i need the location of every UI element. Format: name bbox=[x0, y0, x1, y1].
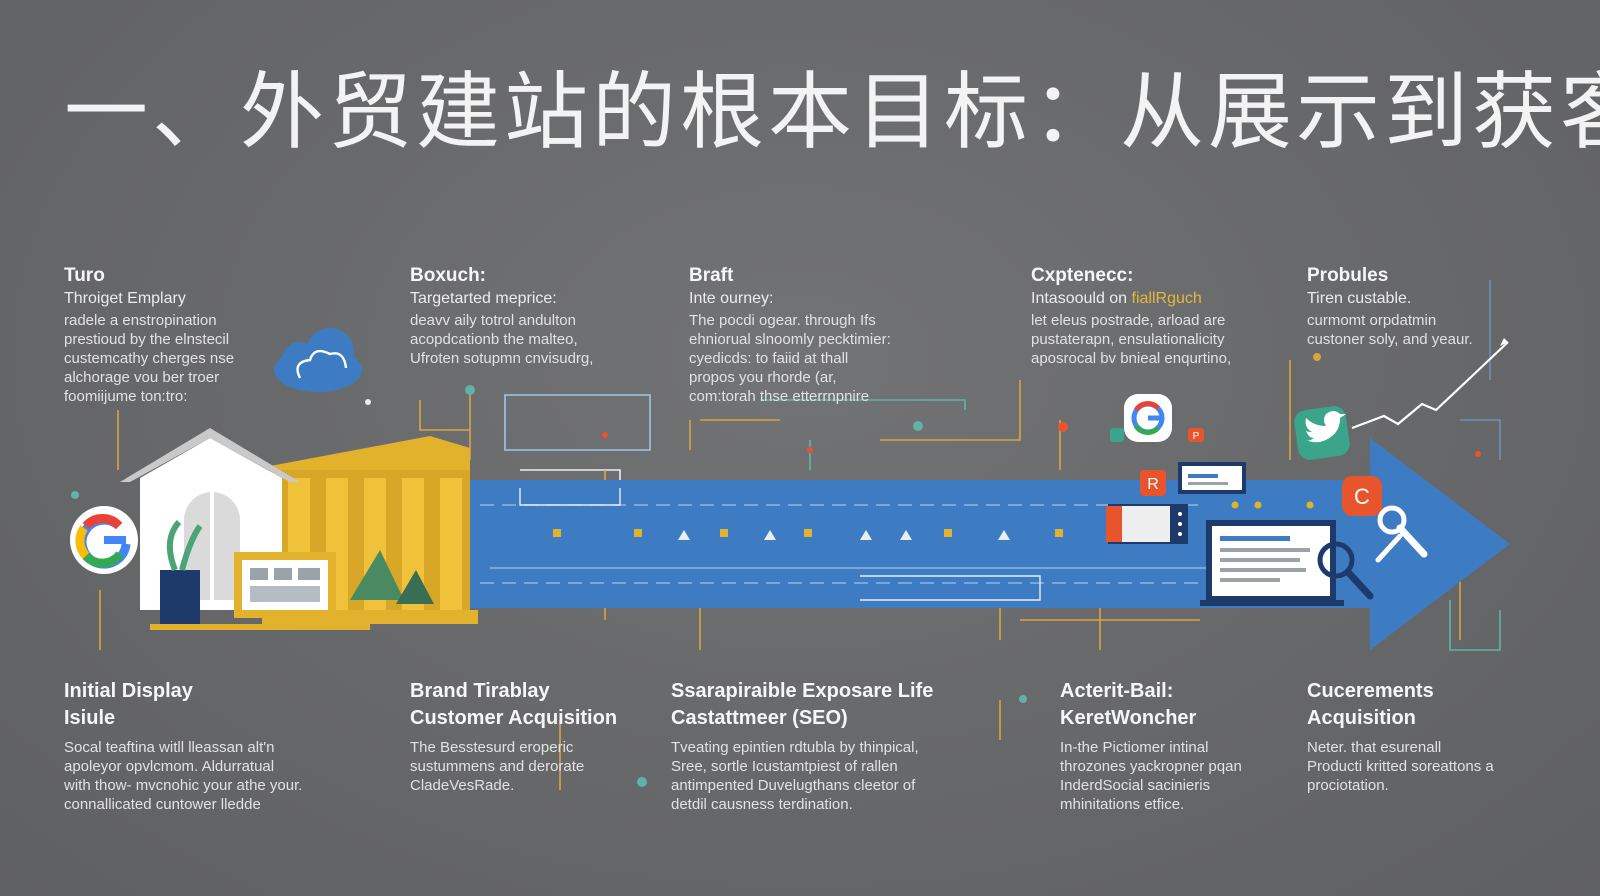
top-column-body: let eleus postrade, arload are pustatera… bbox=[1031, 312, 1232, 367]
bottom-column-body: Socal teaftina witll lleassan alt'n apol… bbox=[64, 739, 303, 813]
bottom-column-heading: Acterit-Bail: KeretWoncher bbox=[1060, 680, 1197, 729]
top-column-heading: Cxptenecc: bbox=[1031, 265, 1134, 286]
bottom-column-body: The Besstesurd eroperic sustummens and d… bbox=[410, 739, 585, 794]
top-column-1: Turo Throiget Emplary radele a enstropin… bbox=[64, 264, 364, 406]
bottom-column-body: Tveating epintien rdtubla by thinpical, … bbox=[671, 739, 919, 813]
small-tag-letter: P bbox=[1193, 431, 1200, 442]
cloud-icon bbox=[274, 328, 362, 392]
wrench-icon bbox=[1375, 505, 1428, 563]
top-column-2: Boxuch: Targetarted meprice: deavv aily … bbox=[410, 264, 660, 368]
bottom-column-3: Ssarapiraible Exposare Life Castattmeer … bbox=[671, 678, 1001, 814]
red-tag-letter: R bbox=[1147, 476, 1159, 493]
bottom-column-body: In-the Pictiomer intinal throzones yackr… bbox=[1060, 739, 1242, 813]
top-column-4: Cxptenecc: Intasoould on fiallRguch let … bbox=[1031, 264, 1291, 368]
google-g-icon bbox=[70, 506, 138, 574]
top-column-subheading: Tiren custable. bbox=[1307, 290, 1412, 307]
top-column-5: Probules Tiren custable. curmomt orpdatm… bbox=[1307, 264, 1547, 349]
top-column-heading: Braft bbox=[689, 265, 734, 286]
top-column-3: Braft Inte ourney: The pocdi ogear. thro… bbox=[689, 264, 949, 406]
top-column-heading: Boxuch: bbox=[410, 265, 486, 286]
page-title: 一、外贸建站的根本目标：从展示到获客 bbox=[64, 63, 1600, 161]
bottom-column-4: Acterit-Bail: KeretWoncher In-the Pictio… bbox=[1060, 678, 1310, 814]
bottom-column-body: Neter. that esurenall Producti kritted s… bbox=[1307, 739, 1494, 794]
bottom-column-5: Cucerements Acquisition Neter. that esur… bbox=[1307, 678, 1547, 795]
top-column-subheading: Inte ourney: bbox=[689, 290, 774, 307]
bottom-column-heading: Ssarapiraible Exposare Life Castattmeer … bbox=[671, 680, 934, 729]
magnifier-icon bbox=[1317, 541, 1374, 600]
arrow-nodes bbox=[553, 501, 1314, 540]
top-column-body: The pocdi ogear. through Ifs ehniorual s… bbox=[689, 312, 891, 405]
bottom-column-heading: Brand Tirablay Customer Acquisition bbox=[410, 680, 618, 729]
house-icon bbox=[120, 428, 370, 630]
bottom-column-heading: Initial Display Isiule bbox=[64, 680, 193, 729]
top-column-heading: Probules bbox=[1307, 265, 1389, 286]
twitter-bird-icon bbox=[1294, 406, 1350, 460]
growth-trend-line bbox=[1351, 338, 1509, 430]
subheading-highlight: fiallRguch bbox=[1131, 290, 1202, 307]
top-column-body: radele a enstropination prestioud by the… bbox=[64, 312, 235, 405]
orange-tag-letter: C bbox=[1354, 484, 1370, 509]
bottom-column-1: Initial Display Isiule Socal teaftina wi… bbox=[64, 678, 364, 814]
top-column-subheading: Intasoould on fiallRguch bbox=[1031, 289, 1291, 309]
top-column-body: deavv aily totrol andulton acopdcationb … bbox=[410, 312, 594, 367]
bottom-column-heading: Cucerements Acquisition bbox=[1307, 680, 1434, 729]
columns-building-icon bbox=[262, 436, 478, 624]
top-column-body: curmomt orpdatmin custoner soly, and yea… bbox=[1307, 312, 1473, 348]
right-devices: P R bbox=[1106, 394, 1428, 606]
top-column-heading: Turo bbox=[64, 265, 105, 286]
top-column-subheading: Targetarted meprice: bbox=[410, 290, 557, 307]
subheading-prefix: Intasoould on bbox=[1031, 290, 1132, 307]
main-arrow bbox=[440, 438, 1510, 650]
bottom-column-2: Brand Tirablay Customer Acquisition The … bbox=[410, 678, 670, 795]
top-column-subheading: Throiget Emplary bbox=[64, 290, 186, 307]
